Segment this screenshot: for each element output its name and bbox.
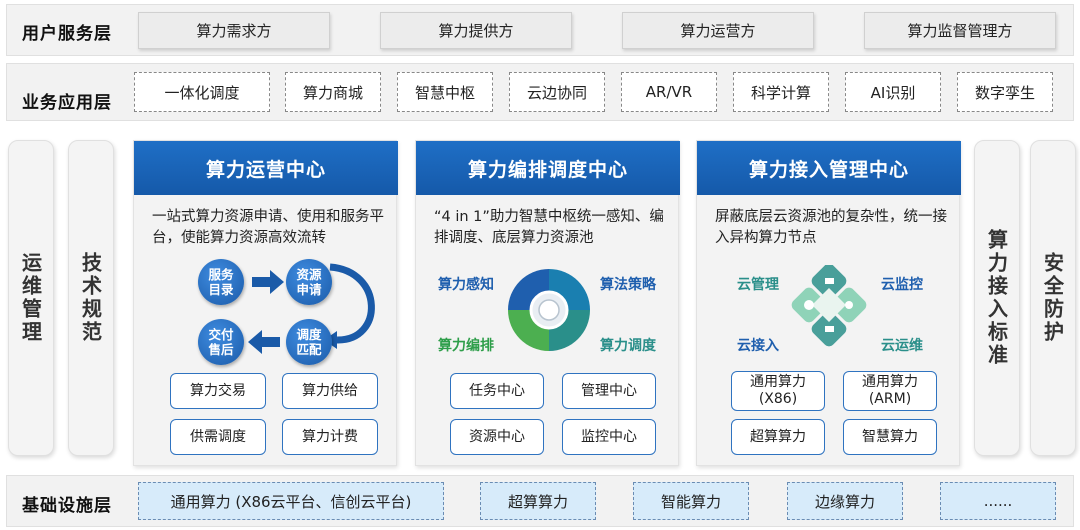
access-center-panel: 算力接入管理中心 屏蔽底层云资源池的复杂性，统一接入异构算力节点 云管理 云监控… <box>696 140 961 466</box>
side-ops-management-label: 运维管理 <box>18 252 43 344</box>
base-item-intelligent[interactable]: 智能算力 <box>633 482 749 520</box>
side-ops-management: 运维管理 <box>8 140 54 456</box>
orch-btn-monitor[interactable]: 监控中心 <box>562 419 656 455</box>
ops-center-title: 算力运营中心 <box>134 141 398 195</box>
chat-icon <box>845 301 853 309</box>
biz-item-6[interactable]: 科学计算 <box>733 72 829 112</box>
ops-flow-schedule-match-label: 调度匹配 <box>296 327 322 357</box>
orch-quad-perception: 算力感知 <box>438 277 494 293</box>
user-item-supervisor[interactable]: 算力监督管理方 <box>864 12 1056 49</box>
ops-flow-arrow-curve <box>329 263 375 344</box>
side-tech-spec-label: 技术规范 <box>78 252 103 344</box>
side-security: 安全防护 <box>1030 140 1076 456</box>
access-quad-access: 云接入 <box>737 338 779 354</box>
ops-btn-billing[interactable]: 算力计费 <box>282 419 378 455</box>
orch-center-title: 算力编排调度中心 <box>416 141 680 195</box>
ops-flow-arrows <box>248 263 375 354</box>
biz-item-7[interactable]: AI识别 <box>845 72 941 112</box>
base-item-supercompute[interactable]: 超算算力 <box>480 482 596 520</box>
ops-btn-supply[interactable]: 算力供给 <box>282 373 378 409</box>
mail-icon <box>825 278 834 284</box>
ops-flow-arrow-left <box>248 330 280 354</box>
biz-item-2[interactable]: 算力商城 <box>285 72 381 112</box>
biz-item-4[interactable]: 云边协同 <box>509 72 605 112</box>
ops-flow-schedule-match[interactable]: 调度匹配 <box>286 319 332 365</box>
orch-quad-scheduling: 算力调度 <box>600 338 656 354</box>
user-service-layer-label: 用户服务层 <box>22 24 112 44</box>
ops-flow-service-catalog[interactable]: 服务目录 <box>198 259 244 305</box>
business-layer-label: 业务应用层 <box>22 93 112 113</box>
ops-flow-service-catalog-label: 服务目录 <box>208 267 234 297</box>
ops-flow-resource-apply[interactable]: 资源申请 <box>286 259 332 305</box>
base-item-general[interactable]: 通用算力 (X86云平台、信创云平台) <box>138 482 444 520</box>
access-quad-monitor: 云监控 <box>881 277 923 293</box>
ops-center-panel: 算力运营中心 一站式算力资源申请、使用和服务平台，使能算力资源高效流转 服务目录… <box>133 140 398 466</box>
orch-center-desc: “4 in 1”助力智慧中枢统一感知、编排调度、底层算力资源池 <box>434 209 664 246</box>
ops-flow-resource-apply-label: 资源申请 <box>296 267 322 297</box>
access-center-desc: 屏蔽底层云资源池的复杂性，统一接入异构算力节点 <box>715 209 947 246</box>
access-cloud-diagram <box>791 265 867 347</box>
side-access-standard-label: 算力接入标准 <box>984 229 1009 367</box>
user-item-demand[interactable]: 算力需求方 <box>138 12 330 49</box>
orch-btn-task[interactable]: 任务中心 <box>450 373 544 409</box>
orch-ring-chart <box>508 269 590 351</box>
orch-quad-strategy: 算法策略 <box>600 277 656 293</box>
biz-item-5[interactable]: AR/VR <box>621 72 717 112</box>
orch-center-panel: 算力编排调度中心 “4 in 1”助力智慧中枢统一感知、编排调度、底层算力资源池… <box>415 140 680 466</box>
base-layer-label: 基础设施层 <box>22 496 112 516</box>
access-btn-smart[interactable]: 智慧算力 <box>843 419 937 455</box>
side-security-label: 安全防护 <box>1040 252 1065 344</box>
side-access-standard: 算力接入标准 <box>974 140 1020 456</box>
orch-ring-core <box>538 299 560 321</box>
biz-item-3[interactable]: 智慧中枢 <box>397 72 493 112</box>
access-btn-x86[interactable]: 通用算力 (X86) <box>731 371 825 411</box>
ops-flow-delivery-label: 交付售后 <box>208 327 234 357</box>
user-item-provider[interactable]: 算力提供方 <box>380 12 572 49</box>
ops-btn-trade[interactable]: 算力交易 <box>170 373 266 409</box>
base-item-edge[interactable]: 边缘算力 <box>787 482 903 520</box>
biz-item-8[interactable]: 数字孪生 <box>957 72 1053 112</box>
access-quad-ops: 云运维 <box>881 338 923 354</box>
side-tech-spec: 技术规范 <box>68 140 114 456</box>
access-quad-manage: 云管理 <box>737 277 779 293</box>
camera-icon <box>825 326 834 332</box>
biz-item-1[interactable]: 一体化调度 <box>134 72 270 112</box>
ops-btn-dispatch[interactable]: 供需调度 <box>170 419 266 455</box>
access-btn-arm[interactable]: 通用算力 (ARM) <box>843 371 937 411</box>
ops-flow-delivery[interactable]: 交付售后 <box>198 319 244 365</box>
lightbulb-icon <box>804 300 814 310</box>
orch-btn-resource[interactable]: 资源中心 <box>450 419 544 455</box>
base-item-more: ...... <box>940 482 1056 520</box>
orch-quad-orchestration: 算力编排 <box>438 338 494 354</box>
access-diamond-center <box>812 288 846 322</box>
access-center-title: 算力接入管理中心 <box>697 141 961 195</box>
ops-flow-arrow-right <box>252 270 284 294</box>
access-btn-supercompute[interactable]: 超算算力 <box>731 419 825 455</box>
ops-center-desc: 一站式算力资源申请、使用和服务平台，使能算力资源高效流转 <box>152 209 384 246</box>
orch-btn-management[interactable]: 管理中心 <box>562 373 656 409</box>
user-item-operator[interactable]: 算力运营方 <box>622 12 814 49</box>
